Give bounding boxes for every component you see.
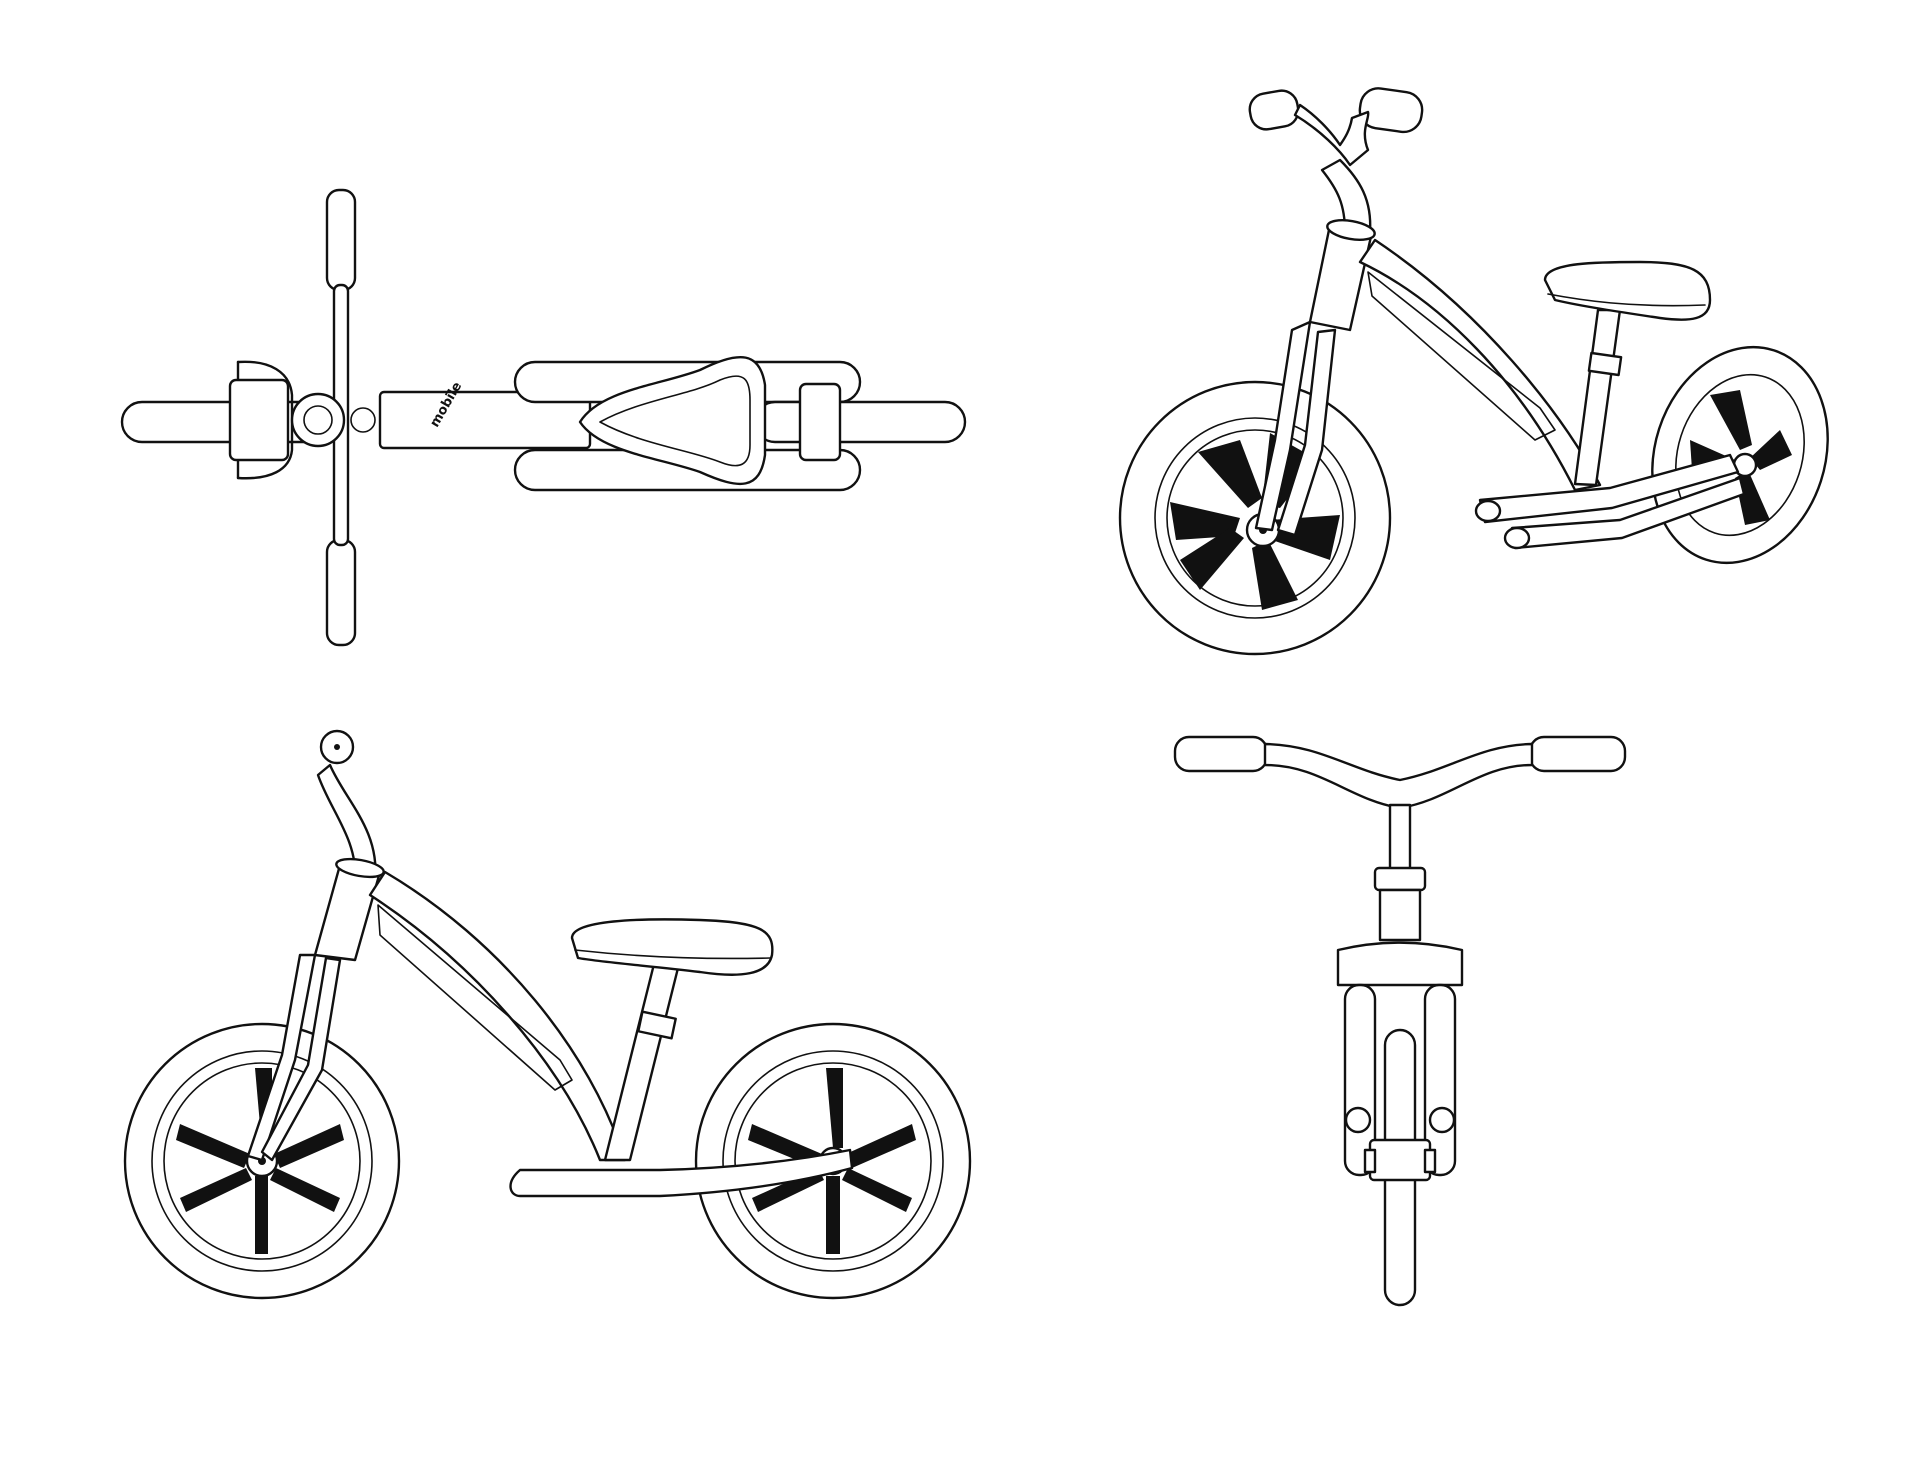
front-handlebar <box>1263 742 1534 810</box>
persp-main-tube <box>1358 238 1602 492</box>
front-left-grip <box>1173 735 1269 773</box>
front-axle-bolt-left <box>1344 1106 1372 1134</box>
top-left-grip <box>325 188 357 292</box>
side-seat-post <box>603 958 682 1162</box>
top-rear-tire <box>753 400 967 444</box>
top-stem-bolt <box>350 407 376 433</box>
perspective-view <box>1118 87 1829 656</box>
side-view <box>123 729 972 1300</box>
front-head-tube <box>1378 888 1422 942</box>
persp-fork-left <box>1254 320 1312 532</box>
side-main-tube <box>368 870 627 1162</box>
side-saddle <box>570 918 774 976</box>
front-right-grip <box>1528 735 1627 773</box>
front-hub <box>1368 1138 1432 1182</box>
persp-rear-stay-lower <box>1478 453 1740 524</box>
top-view: mobile <box>120 188 967 647</box>
side-head-tube <box>313 863 382 962</box>
front-view <box>1173 735 1627 1307</box>
persp-saddle <box>1543 260 1712 321</box>
front-fork-crown <box>1336 941 1464 987</box>
side-chain-stay <box>509 1148 854 1198</box>
top-right-grip <box>325 538 357 647</box>
top-headset <box>290 392 346 448</box>
front-stem <box>1388 803 1412 872</box>
top-saddle <box>578 355 767 486</box>
persp-handlebar <box>1293 103 1370 167</box>
side-fork-right <box>260 956 342 1162</box>
front-axle-bolt-right <box>1428 1106 1456 1134</box>
side-front-spokes <box>176 1068 344 1254</box>
top-fork-crown <box>228 378 290 462</box>
persp-fork-right <box>1276 328 1337 537</box>
top-rear-hub <box>798 382 842 462</box>
persp-right-grip <box>1358 87 1424 134</box>
front-headset <box>1373 866 1427 892</box>
side-fork-left <box>246 953 317 1162</box>
persp-seat-post <box>1573 308 1622 487</box>
persp-left-grip <box>1248 89 1300 131</box>
